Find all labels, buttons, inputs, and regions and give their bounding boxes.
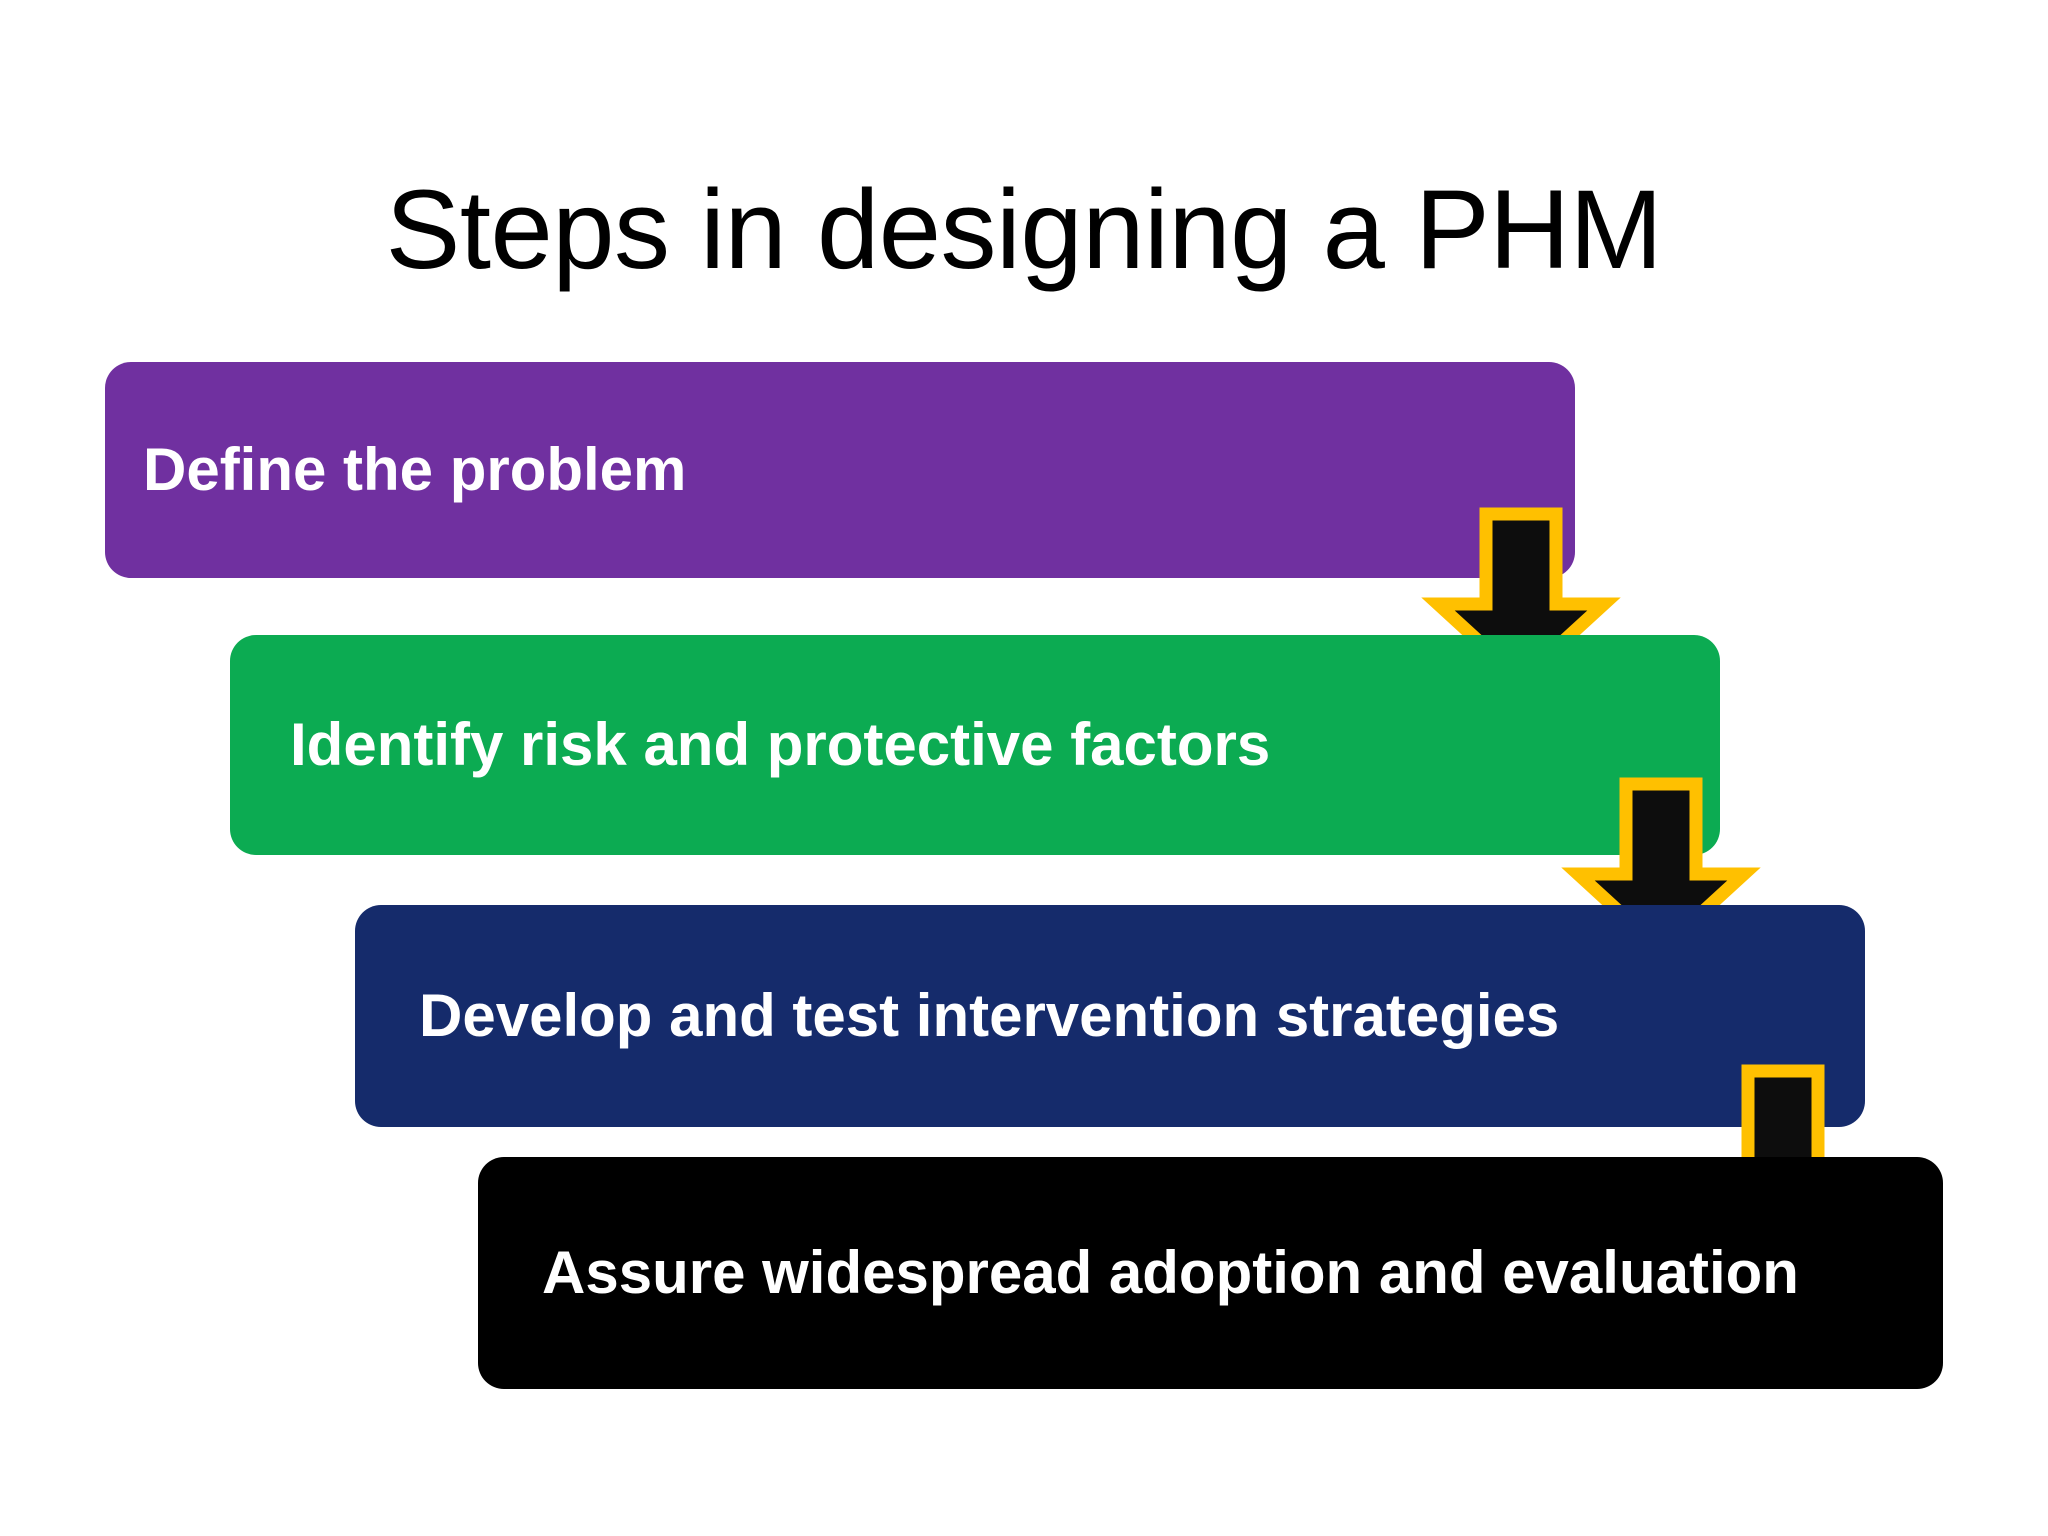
step-box-3[interactable]: Develop and test intervention strategies (355, 905, 1865, 1127)
step-box-1-label: Define the problem (143, 435, 687, 503)
page-title: Steps in designing a PHM (385, 167, 1663, 293)
step-box-2-label: Identify risk and protective factors (290, 710, 1271, 778)
step-box-3-label: Develop and test intervention strategies (419, 981, 1560, 1049)
step-box-4[interactable]: Assure widespread adoption and evaluatio… (478, 1157, 1943, 1389)
step-box-4-label: Assure widespread adoption and evaluatio… (542, 1238, 1799, 1306)
step-box-1[interactable]: Define the problem (105, 362, 1575, 578)
step-box-2[interactable]: Identify risk and protective factors (230, 635, 1720, 855)
